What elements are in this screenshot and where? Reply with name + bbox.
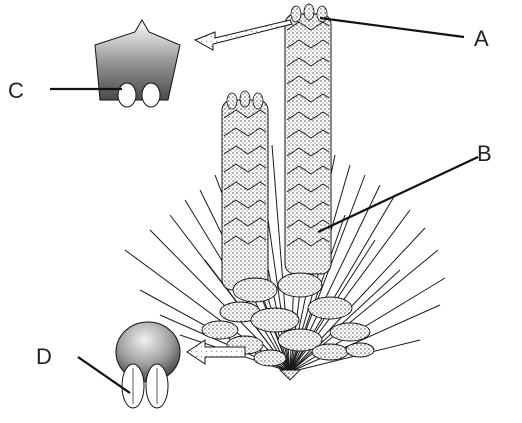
label-b: B — [477, 143, 492, 165]
short-strobilus — [222, 91, 268, 290]
inset-scale-d — [116, 322, 180, 408]
label-d: D — [36, 346, 52, 368]
leader-line-a — [320, 18, 464, 37]
label-a: A — [474, 28, 489, 50]
tall-strobilus — [285, 4, 331, 274]
label-c: C — [8, 80, 24, 102]
leader-line-b — [318, 157, 478, 232]
arrow-to-c — [195, 20, 292, 50]
inset-scale-c — [95, 20, 180, 107]
